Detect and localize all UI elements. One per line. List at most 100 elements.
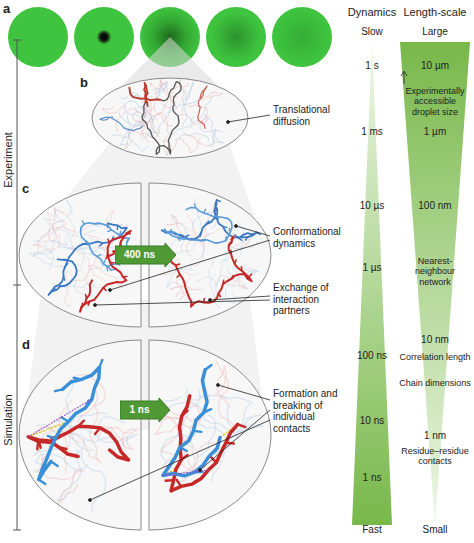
protein-chain xyxy=(180,138,201,153)
protein-chain xyxy=(29,250,53,255)
time-tick: 1 ms xyxy=(352,126,392,138)
protein-chain xyxy=(164,207,232,243)
protein-chain xyxy=(194,199,202,232)
time-tick: 10 µs xyxy=(352,200,392,212)
protein-chain xyxy=(99,360,102,367)
protein-chain xyxy=(106,256,109,259)
protein-chain xyxy=(123,276,127,278)
protein-chain xyxy=(141,107,155,140)
protein-chain xyxy=(39,367,100,479)
protein-chain xyxy=(71,412,107,450)
scale-note: Experimentally accessible droplet size xyxy=(399,86,471,117)
protein-chain xyxy=(108,230,112,232)
protein-chain xyxy=(204,409,211,412)
protein-chain xyxy=(66,283,69,285)
protein-chain xyxy=(110,261,114,263)
protein-chain xyxy=(108,239,110,243)
protein-chain xyxy=(205,116,214,147)
protein-chain xyxy=(167,116,194,133)
length-tick: 1 nm xyxy=(405,430,465,442)
protein-chain xyxy=(198,86,207,128)
protein-chain xyxy=(117,225,119,229)
protein-chain xyxy=(177,274,180,277)
protein-chain xyxy=(178,114,211,124)
protein-chain xyxy=(239,238,242,240)
time-tick: 100 ns xyxy=(352,350,392,362)
protein-chain xyxy=(34,218,54,242)
protein-chain xyxy=(80,229,81,233)
scale-note: Chain dimensions xyxy=(399,378,471,388)
protein-chain xyxy=(59,447,67,449)
inset-outline xyxy=(149,340,271,530)
protein-chain xyxy=(187,105,208,125)
protein-chain xyxy=(82,221,84,225)
protein-chain xyxy=(214,275,246,289)
protein-chain xyxy=(39,227,78,242)
protein-chain xyxy=(100,243,103,246)
protein-chain xyxy=(78,421,84,427)
protein-chain xyxy=(102,106,125,113)
protein-chain xyxy=(203,239,207,240)
protein-chain xyxy=(52,289,55,291)
protein-chain xyxy=(48,229,70,245)
protein-chain xyxy=(231,236,234,239)
protein-chain xyxy=(166,479,174,482)
protein-chain xyxy=(235,235,238,238)
panel-letter: d xyxy=(22,338,36,353)
protein-chain xyxy=(200,232,202,236)
protein-chain xyxy=(151,82,171,108)
protein-chain xyxy=(194,478,201,482)
droplet xyxy=(74,7,134,67)
scale-end: Small xyxy=(405,524,465,536)
protein-chain xyxy=(127,238,130,241)
time-step-arrow: 400 ns xyxy=(115,243,176,267)
protein-chain xyxy=(55,389,63,391)
annotation: Exchange of interaction partners xyxy=(273,282,348,317)
protein-chain xyxy=(241,267,243,271)
protein-chain xyxy=(85,295,87,299)
protein-chain xyxy=(237,233,258,249)
protein-chain xyxy=(185,235,189,237)
protein-art xyxy=(156,360,264,490)
arrow-label: 1 ns xyxy=(120,403,159,417)
protein-chain xyxy=(37,441,38,449)
protein-chain xyxy=(48,436,55,439)
protein-chain xyxy=(169,233,172,236)
time-step-arrow: 1 ns xyxy=(120,398,170,422)
protein-chain xyxy=(103,260,105,264)
protein-chain xyxy=(126,233,130,235)
protein-chain xyxy=(51,461,58,465)
protein-chain xyxy=(88,301,89,305)
protein-chain xyxy=(203,92,223,101)
protein-chain xyxy=(215,206,216,210)
inset-ground xyxy=(149,340,271,530)
protein-chain xyxy=(120,242,122,246)
protein-chain xyxy=(223,226,227,228)
section-rule xyxy=(13,40,21,530)
arrow-body xyxy=(120,398,170,422)
arrow-body xyxy=(115,243,176,267)
protein-chain xyxy=(219,234,254,263)
section-label: Simulation xyxy=(1,320,15,520)
protein-chain xyxy=(47,452,50,459)
protein-chain xyxy=(177,237,179,240)
protein-chain xyxy=(231,276,233,279)
droplet xyxy=(206,7,266,67)
protein-chain xyxy=(225,237,227,241)
protein-chain xyxy=(205,365,211,370)
length-tick: 1 µm xyxy=(405,126,465,138)
protein-chain xyxy=(116,108,139,131)
protein-chain xyxy=(125,126,148,151)
protein-chain xyxy=(195,204,196,208)
protein-chain xyxy=(162,236,252,306)
inset-ground xyxy=(19,340,141,530)
scale-note: Correlation length xyxy=(399,352,471,362)
protein-chain xyxy=(219,293,221,297)
panel-letter: c xyxy=(22,182,36,197)
length-wedge xyxy=(400,42,470,525)
protein-chain xyxy=(112,115,130,138)
protein-chain xyxy=(103,288,106,291)
protein-chain xyxy=(209,257,215,303)
protein-chain xyxy=(206,221,209,224)
